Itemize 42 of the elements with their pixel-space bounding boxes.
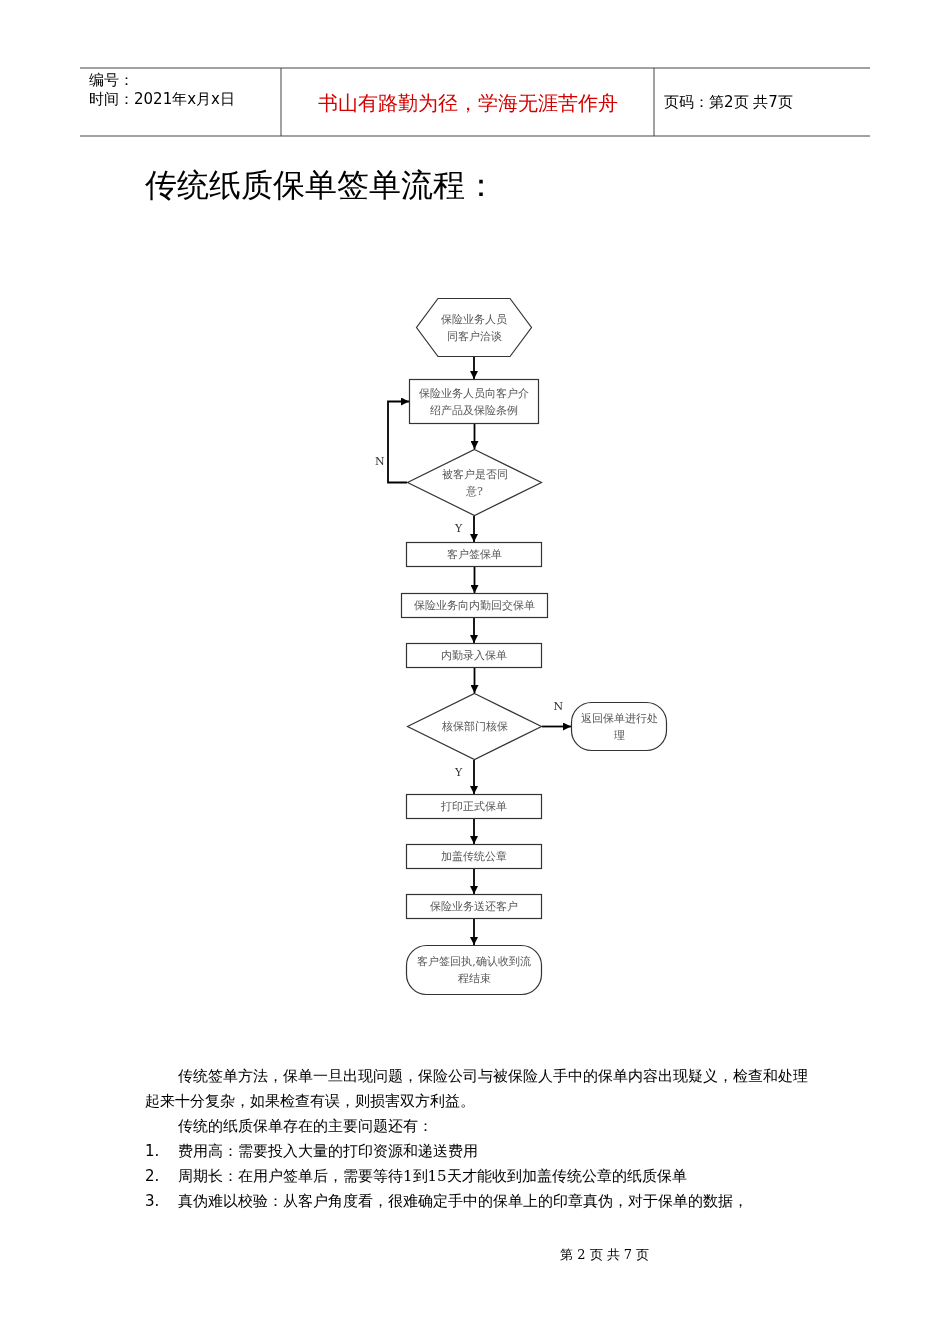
list-number: 1. [145,1141,160,1162]
edge-label: N [374,456,386,468]
arrow [470,566,479,594]
process-box: 客户签保单 [406,542,542,567]
arrow [387,397,410,484]
arrow [470,423,479,450]
arrow [470,918,478,946]
edge-label: Y [454,523,464,535]
list-number: 3. [145,1191,160,1212]
header-text: 时间：2021年x月x日 [89,90,235,109]
arrow [470,759,478,795]
edge-label: N [552,700,565,713]
list-item: 真伪难以校验：从客户角度看，很难确定手中的保单上的印章真伪，对于保单的数据， [178,1191,748,1212]
paragraph: 传统的纸质保单存在的主要问题还有： [178,1116,434,1137]
header-text: 页码：第2页 共7页 [664,93,793,112]
page-title: 传统纸质保单签单流程： [145,165,497,206]
process-box: 保险业务送还客户 [406,894,542,919]
list-item: 周期长：在用户签单后，需要等待1到15天才能收到加盖传统公章的纸质保单 [178,1166,687,1187]
arrow [470,617,478,644]
arrow [470,515,478,543]
terminal-box: 客户签回执,确认收到流程结束 [406,945,542,995]
header-text: 编号： [89,71,134,90]
process-box: 保险业务向内勤回交保单 [401,593,548,618]
arrow [470,868,478,895]
list-item: 费用高：需要投入大量的打印资源和递送费用 [178,1141,478,1162]
process-box: 加盖传统公章 [406,844,542,869]
page-footer: 第 2 页 共 7 页 [560,1246,650,1264]
decision-diamond: 被客户是否同意? [407,449,542,516]
arrow [541,722,572,731]
arrow [470,818,478,845]
process-box: 内勤录入保单 [406,643,542,668]
list-number: 2. [145,1166,160,1187]
process-box: 保险业务人员向客户介绍产品及保险条例 [409,379,539,424]
terminal-box: 返回保单进行处理 [571,702,667,751]
decision-diamond: 核保部门核保 [407,693,542,760]
arrow [470,356,478,380]
arrow [470,667,479,694]
start-hexagon: 保险业务人员同客户洽谈 [416,298,532,357]
paragraph: 传统签单方法，保单一旦出现问题，保险公司与被保险人手中的保单内容出现疑义，检查和处理起来十分复杂，如果检查有误，则损害双方利益。 [145,1066,809,1112]
motto-text: 书山有路勤为径，学海无涯苦作舟 [317,90,619,117]
edge-label: Y [454,767,464,779]
process-box: 打印正式保单 [406,794,542,819]
